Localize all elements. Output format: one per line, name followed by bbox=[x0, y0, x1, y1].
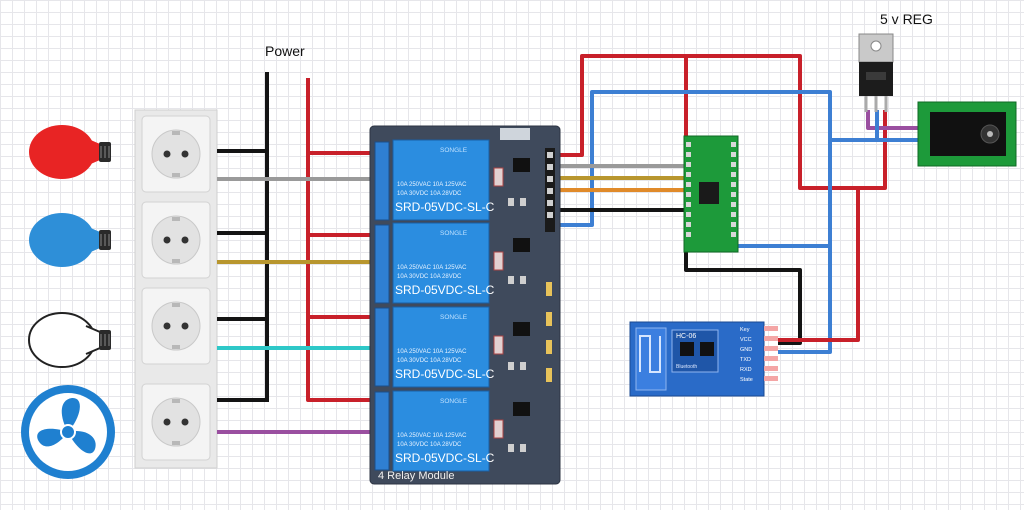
relay-2-model: SRD-05VDC-SL-C bbox=[395, 283, 495, 297]
white-bulb-icon bbox=[28, 312, 111, 368]
dc-jack-board bbox=[917, 101, 1017, 167]
regulator-label: 5 v REG bbox=[880, 11, 933, 27]
red-bulb-icon bbox=[29, 125, 111, 179]
bt-pin-key: Key bbox=[740, 327, 750, 333]
socket-3 bbox=[141, 287, 211, 365]
socket-panel bbox=[134, 109, 218, 469]
relay-4-brand: SONGLE bbox=[440, 398, 468, 405]
fan-icon bbox=[21, 385, 115, 479]
relay-4-spec1: 10A 250VAC 10A 125VAC bbox=[397, 433, 467, 439]
relay-2: SONGLE 10A 250VAC 10A 125VAC 10A 30VDC 1… bbox=[392, 222, 495, 304]
relay-3: SONGLE 10A 250VAC 10A 125VAC 10A 30VDC 1… bbox=[392, 306, 495, 388]
bt-sub: Bluetooth bbox=[676, 364, 697, 370]
relay-module: SONGLE 10A 250VAC 10A 125VAC 10A 30VDC 1… bbox=[369, 125, 561, 485]
bt-pin-txd: TXD bbox=[740, 357, 751, 363]
relay-1: SONGLE 10A 250VAC 10A 125VAC 10A 30VDC 1… bbox=[392, 139, 495, 221]
bt-pin-rxd: RXD bbox=[740, 367, 752, 373]
relay-3-spec1: 10A 250VAC 10A 125VAC bbox=[397, 349, 467, 355]
relay-1-brand: SONGLE bbox=[440, 147, 468, 154]
bluetooth-module: HC-06 Bluetooth Key VCC GND TXD RXD Stat… bbox=[629, 321, 778, 397]
wire-vcc-red bbox=[550, 54, 887, 190]
relay-1-spec1: 10A 250VAC 10A 125VAC bbox=[397, 182, 467, 188]
controller-board bbox=[683, 135, 739, 253]
power-label: Power bbox=[265, 43, 305, 59]
relay-2-spec2: 10A 30VDC 10A 28VDC bbox=[397, 274, 462, 280]
power-rail-red bbox=[306, 78, 382, 402]
socket-2 bbox=[141, 201, 211, 279]
voltage-regulator bbox=[858, 33, 894, 112]
relay-module-label: 4 Relay Module bbox=[378, 470, 454, 482]
bt-pin-vcc: VCC bbox=[740, 337, 752, 343]
socket-1 bbox=[141, 115, 211, 193]
wire-gnd-blue bbox=[550, 90, 832, 354]
relay-2-spec1: 10A 250VAC 10A 125VAC bbox=[397, 265, 467, 271]
relay-3-brand: SONGLE bbox=[440, 314, 468, 321]
relay-4: SONGLE 10A 250VAC 10A 125VAC 10A 30VDC 1… bbox=[392, 390, 495, 472]
relay-1-spec2: 10A 30VDC 10A 28VDC bbox=[397, 191, 462, 197]
relay-4-spec2: 10A 30VDC 10A 28VDC bbox=[397, 442, 462, 448]
wires bbox=[217, 54, 920, 434]
relay-3-model: SRD-05VDC-SL-C bbox=[395, 367, 495, 381]
bt-pin-gnd: GND bbox=[740, 347, 752, 353]
relay-4-model: SRD-05VDC-SL-C bbox=[395, 451, 495, 465]
relay-2-brand: SONGLE bbox=[440, 230, 468, 237]
blue-bulb-icon bbox=[29, 213, 111, 267]
relay-3-spec2: 10A 30VDC 10A 28VDC bbox=[397, 358, 462, 364]
socket-4 bbox=[141, 383, 211, 461]
relay-1-model: SRD-05VDC-SL-C bbox=[395, 200, 495, 214]
bt-pin-state: State bbox=[740, 377, 753, 383]
bt-model: HC-06 bbox=[676, 333, 696, 340]
